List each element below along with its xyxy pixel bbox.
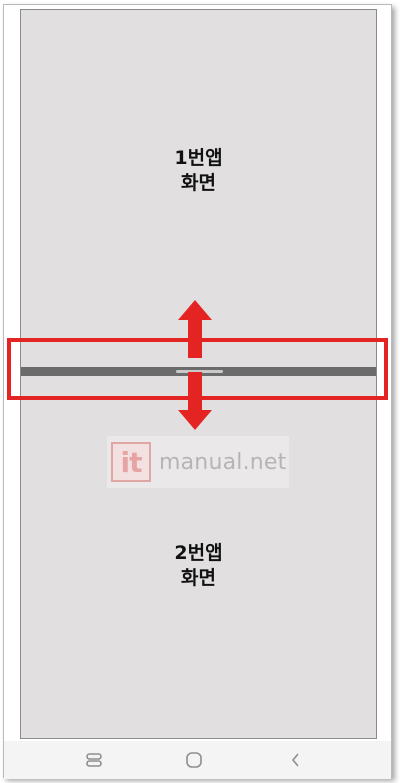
bottom-app-pane[interactable]: 2번앱 화면 — [21, 378, 376, 738]
watermark-text: manual.net — [159, 449, 287, 475]
home-icon — [186, 752, 202, 768]
divider-drag-handle[interactable] — [176, 370, 223, 373]
watermark-logo: it — [111, 442, 151, 482]
split-divider[interactable] — [21, 367, 376, 376]
arrow-up-icon — [178, 300, 212, 358]
navigation-bar — [4, 741, 391, 779]
top-app-pane[interactable]: 1번앱 화면 — [21, 10, 376, 366]
back-button[interactable] — [286, 750, 306, 770]
recent-apps-icon — [86, 753, 102, 767]
phone-frame: 1번앱 화면 2번앱 화면 — [3, 4, 392, 779]
top-app-label: 1번앱 화면 — [174, 147, 223, 194]
arrow-down-icon — [178, 372, 212, 430]
home-button[interactable] — [184, 750, 204, 770]
back-icon — [291, 753, 299, 767]
watermark: it manual.net — [107, 436, 289, 488]
bottom-app-label: 2번앱 화면 — [174, 542, 223, 589]
recent-apps-button[interactable] — [84, 750, 104, 770]
